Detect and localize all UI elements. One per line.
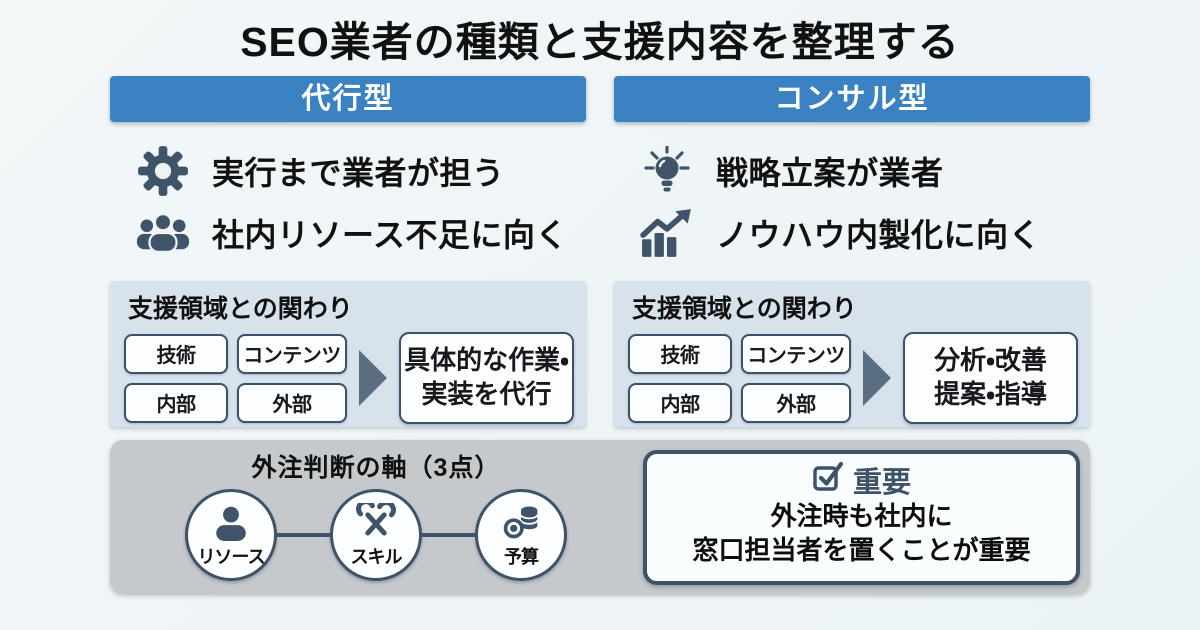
result-line: 提案・指導 — [934, 379, 1047, 409]
agency-features: 実行まで業者が担う — [110, 122, 586, 281]
chart-up-icon — [640, 208, 694, 258]
feature-row: 戦略立案が業者 — [640, 140, 1090, 202]
support-panel-agency: 支援領域との関わり 技術 コンテンツ 内部 外部 具体的な作業・ 実装を代行 — [110, 281, 586, 427]
feature-text: ノウハウ内製化に向く — [716, 217, 1042, 253]
checkbox-icon — [812, 460, 844, 500]
axis-circle-skill: スキル — [330, 489, 422, 581]
support-panel-consulting: 支援領域との関わり 技術 コンテンツ 内部 外部 分析・改善 提案・指導 — [614, 281, 1090, 427]
feature-text: 実行まで業者が担う — [212, 155, 505, 191]
tag-technical: 技術 — [628, 333, 732, 374]
axis-label: リソース — [197, 547, 265, 567]
decision-axes-circles: リソース スキル — [110, 489, 642, 581]
axis-circle-resource: リソース — [185, 489, 277, 581]
support-tags: 技術 コンテンツ 内部 外部 — [124, 333, 347, 423]
tag-technical: 技術 — [124, 333, 228, 374]
people-icon — [136, 210, 190, 256]
column-header-consulting: コンサル型 — [614, 76, 1090, 122]
column-agency: 代行型 — [110, 76, 586, 427]
result-line: 実装を代行 — [421, 379, 552, 409]
axis-label: スキル — [350, 547, 403, 567]
outsourcing-decision-panel: 外注判断の軸（3点） リソース — [110, 440, 1090, 594]
tag-content: コンテンツ — [741, 333, 851, 374]
coins-icon — [501, 503, 541, 578]
axis-label: 予算 — [504, 547, 539, 567]
support-row: 技術 コンテンツ 内部 外部 具体的な作業・ 実装を代行 — [124, 332, 574, 424]
support-title: 支援領域との関わり — [128, 295, 353, 323]
important-line: 窓口担当者を置くことが重要 — [692, 535, 1031, 566]
support-row: 技術 コンテンツ 内部 外部 分析・改善 提案・指導 — [628, 332, 1078, 424]
result-line: 分析・改善 — [934, 345, 1047, 376]
consulting-features: 戦略立案が業者 ノウハウ内 — [614, 122, 1090, 281]
tag-internal: 内部 — [628, 382, 732, 423]
support-title: 支援領域との関わり — [632, 295, 857, 323]
page-title: SEO業者の種類と支援内容を整理する — [240, 19, 960, 65]
support-result-consulting: 分析・改善 提案・指導 — [903, 332, 1078, 424]
columns-container: 代行型 — [110, 76, 1090, 427]
arrow-right-icon — [358, 348, 388, 408]
connector-line — [422, 533, 475, 537]
feature-row: 実行まで業者が担う — [136, 140, 586, 202]
lightbulb-icon — [640, 146, 694, 196]
important-heading: 重要 — [647, 461, 1076, 499]
column-header-agency: 代行型 — [110, 76, 586, 122]
important-line: 外注時も社内に — [770, 501, 953, 531]
decision-axes-title: 外注判断の軸（3点） — [251, 454, 501, 482]
tag-internal: 内部 — [124, 382, 228, 423]
support-result-agency: 具体的な作業・ 実装を代行 — [399, 332, 574, 424]
important-box: 重要 外注時も社内に 窓口担当者を置くことが重要 — [643, 450, 1080, 585]
feature-row: ノウハウ内製化に向く — [640, 202, 1090, 264]
feature-text: 戦略立案が業者 — [716, 155, 944, 191]
feature-text: 社内リソース不足に向く — [212, 217, 568, 253]
column-consulting: コンサル型 — [614, 76, 1090, 427]
arrow-right-icon — [862, 348, 892, 408]
gear-icon — [136, 145, 190, 197]
decision-axes-area: 外注判断の軸（3点） リソース — [110, 440, 642, 594]
important-heading-label: 重要 — [852, 467, 911, 499]
tag-external: 外部 — [237, 382, 347, 423]
tag-content: コンテンツ — [237, 333, 347, 374]
tag-external: 外部 — [741, 382, 851, 423]
feature-row: 社内リソース不足に向く — [136, 202, 586, 264]
connector-line — [277, 533, 330, 537]
axis-circle-budget: 予算 — [475, 489, 567, 581]
person-icon — [212, 503, 250, 578]
support-tags: 技術 コンテンツ 内部 外部 — [628, 333, 851, 423]
tools-icon — [356, 499, 396, 578]
result-line: 具体的な作業・ — [404, 345, 569, 376]
